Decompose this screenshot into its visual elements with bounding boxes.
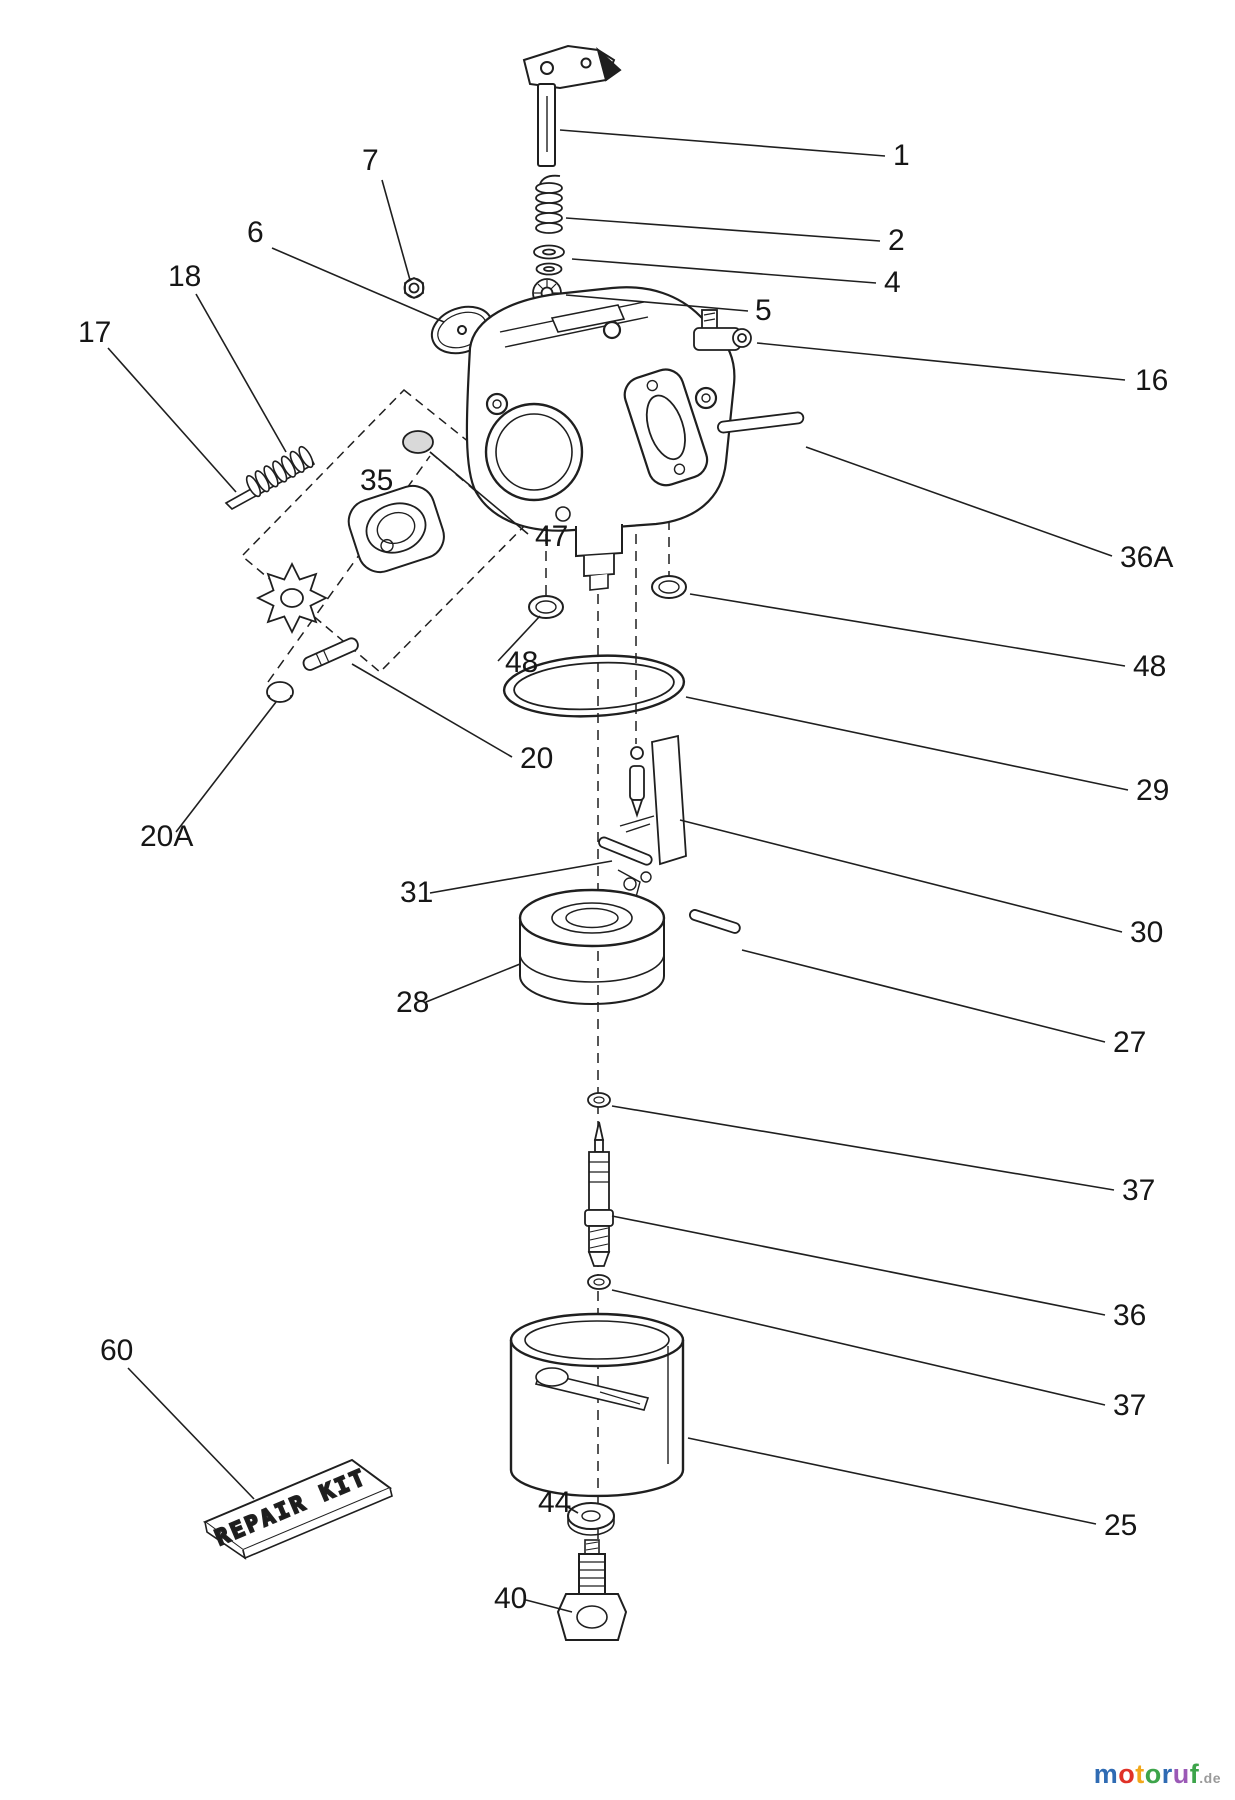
callout-31: 31 [400,876,433,909]
part-idle-spring [245,445,314,498]
watermark-letter: o [1144,1759,1162,1789]
callout-60: 60 [100,1334,133,1367]
part-oring-48-left [528,595,564,619]
part-oring-37-lower [587,1274,611,1290]
part-oring-37-upper [587,1092,611,1108]
callout-20: 20 [520,742,553,775]
watermark-letter: t [1135,1759,1145,1789]
watermark-letter: u [1172,1759,1190,1789]
callout-36: 36 [1113,1299,1146,1332]
part-float-bowl [509,1312,685,1498]
watermark-letter: f [1189,1759,1200,1789]
callout-48-left: 48 [505,646,538,679]
callout-2: 2 [888,224,905,257]
part-bowl-gasket [502,654,686,718]
callout-6: 6 [247,216,264,249]
part-primer-shaft [302,637,359,671]
part-float [518,888,666,1005]
part-oring-48-right [651,575,687,599]
callout-20A: 20A [140,820,193,853]
part-throttle-spring [535,174,563,234]
part-repair-kit: REPAIR KIT [202,1458,393,1560]
part-main-jet [584,1121,614,1267]
part-bowl-nut [556,1539,628,1641]
watermark-suffix: .de [1199,1770,1221,1786]
callout-1: 1 [893,139,910,172]
watermark-letter: o [1118,1759,1136,1789]
watermark-letter: m [1093,1759,1119,1789]
callout-27: 27 [1113,1026,1146,1059]
callout-29: 29 [1136,774,1169,807]
callout-16: 16 [1135,364,1168,397]
watermark-letter: r [1161,1759,1173,1789]
part-carburetor-body [465,286,736,591]
callout-5: 5 [755,294,772,327]
callout-17: 17 [78,316,111,349]
callout-35: 35 [360,464,393,497]
part-welch-plug [402,430,434,454]
part-bowl-washer [567,1502,615,1536]
part-nut [403,276,425,300]
callout-36A: 36A [1120,541,1173,574]
callout-47: 47 [535,520,568,553]
callout-25: 25 [1104,1509,1137,1542]
part-fuel-fitting [693,309,752,351]
callout-labels: 1 2 4 5 6 7 16 17 18 20 20A 25 27 28 29 … [78,139,1173,1615]
part-star-retainer [255,561,329,635]
part-washers [533,244,565,276]
callout-48-right: 48 [1133,650,1166,683]
part-throttle-shaft [522,44,622,167]
motoruf-watermark: motoruf.de [1094,1759,1221,1790]
part-float-hinge-pin [598,836,653,866]
callout-28: 28 [396,986,429,1019]
callout-44: 44 [538,1486,571,1519]
callout-37-upper: 37 [1122,1174,1155,1207]
callout-30: 30 [1130,916,1163,949]
callout-4: 4 [884,266,901,299]
part-dowel-pin [717,411,805,434]
callout-37-lower: 37 [1113,1389,1146,1422]
part-primer-cap [347,484,445,574]
callout-18: 18 [168,260,201,293]
part-cup-seal [266,681,294,703]
part-inlet-needle-group [617,734,687,898]
callout-40: 40 [494,1582,527,1615]
callout-7: 7 [362,144,379,177]
leader-lines [107,129,1129,1613]
part-hinge-pin [689,909,741,934]
